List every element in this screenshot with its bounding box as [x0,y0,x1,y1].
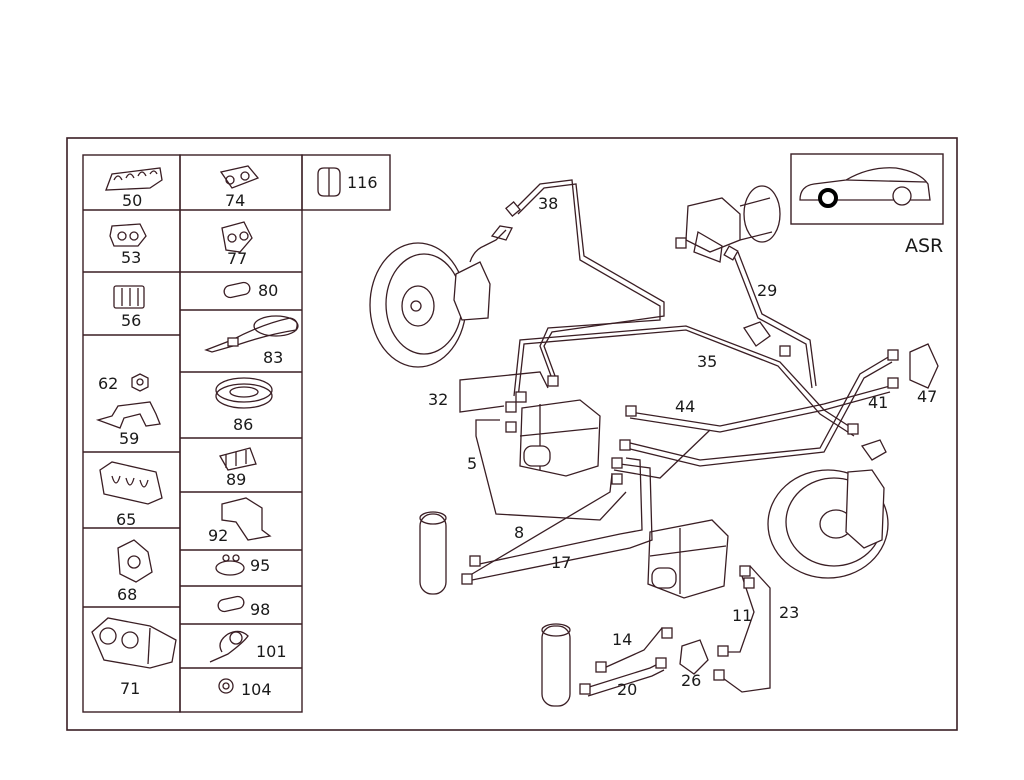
part-77-clip [221,221,253,253]
pipe-38 [513,179,661,385]
part-101-p-clip [209,630,249,663]
part-label-71: 71 [120,679,140,698]
part-label-77: 77 [227,249,247,268]
part-label-101: 101 [256,642,287,661]
part-92-bracket [221,497,272,541]
parts-column-middle [179,154,303,713]
part-label-80: 80 [258,281,278,300]
callout-8: 8 [514,523,524,542]
asr-inset: ASR [790,153,944,257]
brake-system-drawing: 38 29 35 32 44 41 47 5 8 17 11 23 14 26 … [369,179,939,707]
callout-23: 23 [779,603,799,622]
part-label-74: 74 [225,191,245,210]
left-brake-disc [369,225,513,368]
connector-block-upper [743,321,771,347]
part-label-86: 86 [233,415,253,434]
brake-booster [685,185,781,263]
pipe-41 [625,355,891,461]
part-label-56: 56 [121,311,141,330]
part-95-grommet [215,554,245,576]
part-label-116: 116 [347,173,378,192]
part-label-50: 50 [122,191,142,210]
part-65-clip [99,461,163,505]
callout-32: 32 [428,390,448,409]
part-label-104: 104 [241,680,272,699]
connector-26 [679,639,709,675]
part-71-clip [91,617,177,669]
part-label-95: 95 [250,556,270,575]
part-label-65: 65 [116,510,136,529]
callout-35: 35 [697,352,717,371]
right-brake-disc [767,439,889,579]
part-53-clip [109,223,147,247]
part-label-53: 53 [121,248,141,267]
part-50-clip-strip [105,167,163,191]
right-brake-caliper [845,469,885,549]
callout-47: 47 [917,387,937,406]
part-80-sleeve [223,281,251,299]
part-56-block [113,285,145,309]
callout-17: 17 [551,553,571,572]
part-label-62: 62 [98,374,118,393]
part-label-59: 59 [119,429,139,448]
pipe-29 [733,255,813,389]
part-label-89: 89 [226,470,246,489]
asr-valve-unit [647,519,729,599]
callout-44: 44 [675,397,695,416]
pipe-17 [471,463,653,581]
callout-5: 5 [467,454,477,473]
pipe-44 [629,385,891,427]
accumulator-left [419,511,447,595]
part-label-83: 83 [263,348,283,367]
pipe-fittings [461,201,899,695]
hydraulic-unit [519,399,601,477]
parts-cell-116 [301,154,391,211]
part-68-clip [117,539,153,583]
diagram-frame [66,137,958,731]
callout-38: 38 [538,194,558,213]
part-89-clip [219,447,257,471]
asr-label: ASR [905,235,943,257]
bracket-47 [909,343,939,389]
left-brake-caliper [453,261,491,321]
pipe-8 [469,457,643,567]
accumulator-right [541,623,571,707]
part-74-clip [219,165,260,189]
part-59-bracket [95,401,161,429]
part-83-cable-tie [204,315,299,353]
callout-29: 29 [757,281,777,300]
asr-inset-box [790,153,944,225]
part-104-grommet [218,678,234,694]
part-label-98: 98 [250,600,270,619]
asr-front-wheel [892,186,912,206]
part-98-sleeve [217,595,245,613]
callout-20: 20 [617,680,637,699]
pipe-11 [722,569,755,653]
pipe-35 [513,325,859,433]
part-label-68: 68 [117,585,137,604]
part-116-clip [317,167,341,197]
callout-14: 14 [612,630,632,649]
part-label-92: 92 [208,526,228,545]
part-62-nut [131,373,149,392]
pipe-32 [459,371,549,413]
parts-grid: 50 74 116 53 77 80 56 83 62 59 86 89 65 … [82,154,391,713]
callout-26: 26 [681,671,701,690]
pipe-23 [719,565,771,693]
part-86-grommet [215,377,273,409]
car-silhouette [799,167,931,201]
asr-rear-wheel-marker [818,188,838,208]
callout-11: 11 [732,606,752,625]
callout-41: 41 [868,393,888,412]
